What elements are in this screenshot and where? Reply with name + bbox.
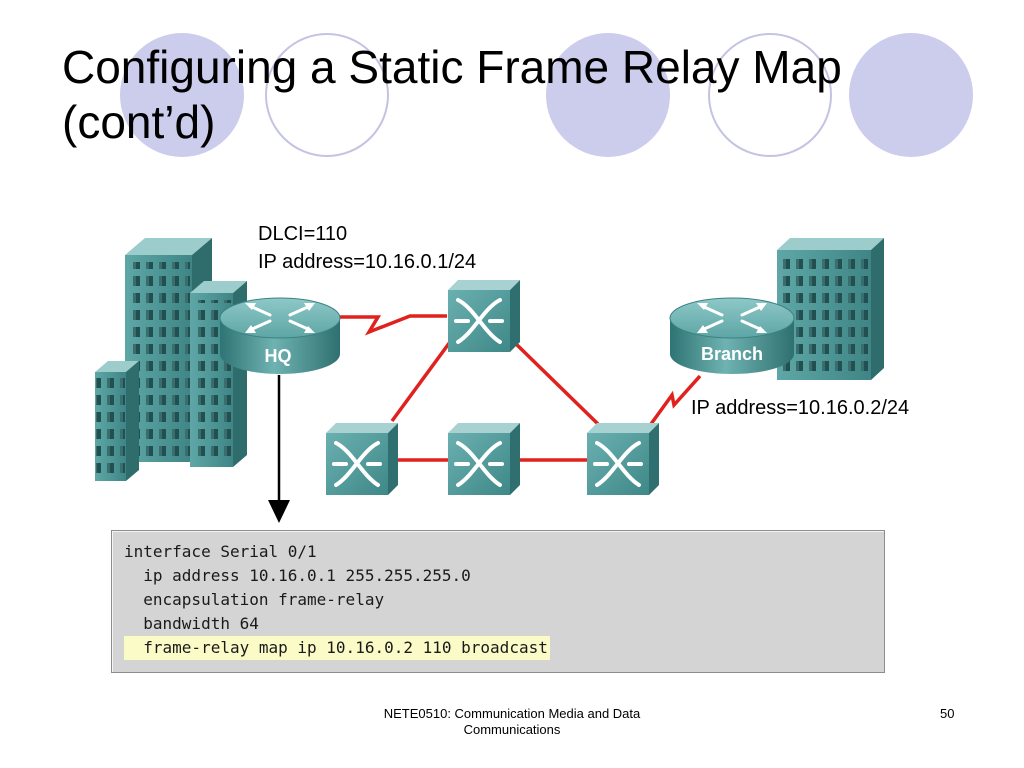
config-line: bandwidth 64 bbox=[124, 614, 259, 633]
branch-access-link bbox=[649, 374, 702, 426]
frame-relay-switch bbox=[448, 423, 520, 495]
branch-router-label: Branch bbox=[701, 344, 763, 364]
trunk-link bbox=[512, 340, 600, 426]
hq-dlci-label: DLCI=110 bbox=[258, 223, 348, 245]
hq-router-label: HQ bbox=[265, 346, 292, 366]
branch-building bbox=[777, 238, 884, 380]
network-diagram: HQ Branch bbox=[95, 238, 884, 523]
frame-relay-switch bbox=[587, 423, 659, 495]
config-line: interface Serial 0/1 bbox=[124, 542, 317, 561]
config-listing: interface Serial 0/1 ip address 10.16.0.… bbox=[111, 530, 885, 673]
frame-relay-links bbox=[340, 314, 702, 462]
footer-course-title: NETE0510: Communication Media and Data C… bbox=[383, 706, 641, 737]
frame-relay-switch bbox=[326, 423, 398, 495]
config-line: ip address 10.16.0.1 255.255.255.0 bbox=[124, 566, 471, 585]
title-line-2: (cont’d) bbox=[62, 96, 216, 148]
slide-title: Configuring a Static Frame Relay Map (co… bbox=[62, 40, 962, 150]
page-number: 50 bbox=[940, 706, 955, 721]
deco-circle bbox=[708, 33, 832, 157]
hq-router: HQ bbox=[219, 297, 341, 374]
decorative-circles bbox=[120, 33, 973, 157]
arrow-down-icon bbox=[268, 500, 290, 523]
deco-circle bbox=[120, 33, 244, 157]
config-pointer-arrow bbox=[268, 375, 290, 523]
frame-relay-switch bbox=[448, 280, 520, 352]
hq-ip-label: IP address=10.16.0.1/24 bbox=[258, 251, 477, 273]
config-line-highlighted: frame-relay map ip 10.16.0.2 110 broadca… bbox=[124, 636, 550, 660]
trunk-link bbox=[390, 340, 452, 423]
deco-circle bbox=[546, 33, 670, 157]
hq-access-link bbox=[340, 314, 447, 336]
branch-router: Branch bbox=[669, 297, 795, 374]
config-line: encapsulation frame-relay bbox=[124, 590, 385, 609]
deco-circle bbox=[849, 33, 973, 157]
branch-ip-label: IP address=10.16.0.2/24 bbox=[691, 397, 910, 419]
title-line-1: Configuring a Static Frame Relay Map bbox=[62, 41, 842, 93]
deco-circle bbox=[265, 33, 389, 157]
